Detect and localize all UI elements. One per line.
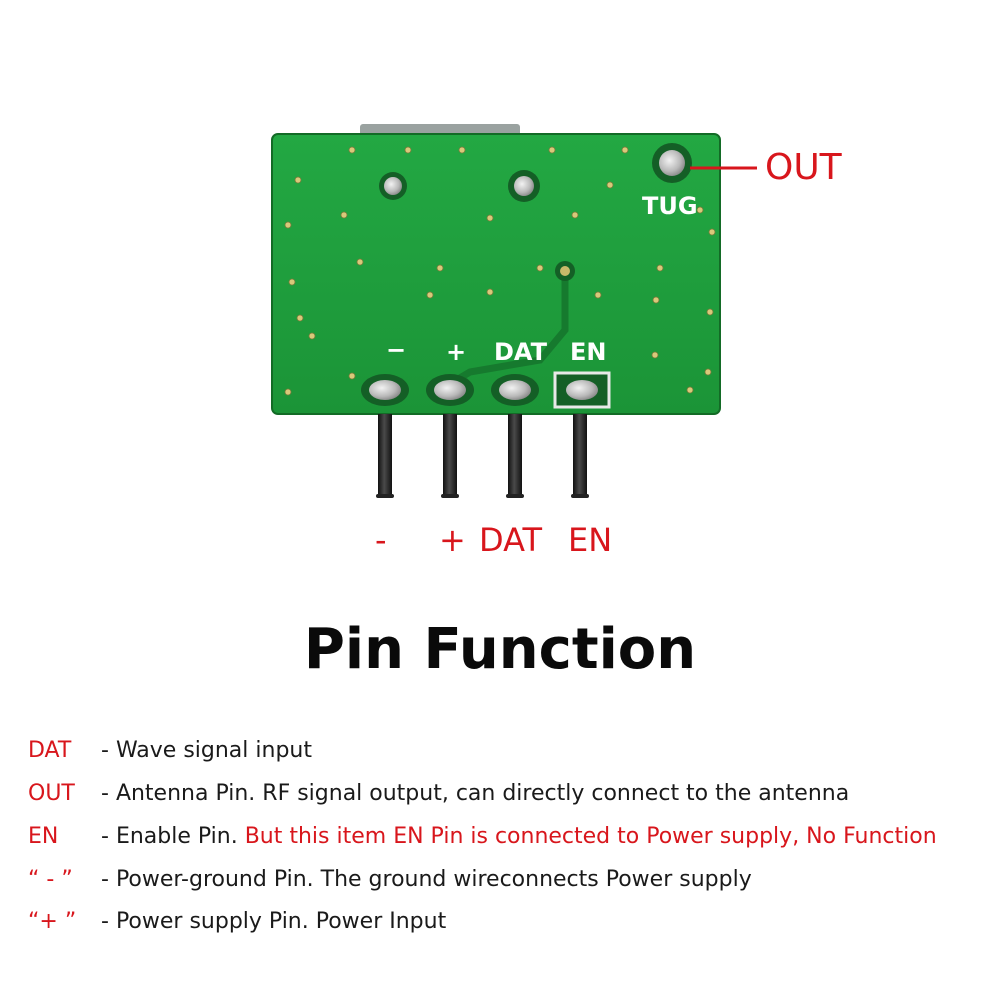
pin-row-text: Power supply Pin. Power Input	[115, 909, 447, 934]
pin-row-en: EN - Enable Pin. But this item EN Pin is…	[28, 826, 988, 848]
pin-row-ground: “ - ” - Power-ground Pin. The ground wir…	[28, 869, 988, 891]
pcb-large-pads	[379, 170, 540, 202]
pin-label-dat: DAT	[479, 521, 543, 559]
silk-dat: DAT	[494, 338, 548, 366]
silk-en: EN	[570, 338, 606, 366]
pin-row-sep: -	[94, 781, 116, 806]
pin-row-key: “ - ”	[28, 867, 73, 892]
pin-row-sep: -	[94, 909, 116, 934]
pin-row-out: OUT - Antenna Pin. RF signal output, can…	[28, 783, 988, 805]
pin-row-text: Wave signal input	[115, 738, 312, 763]
pin-row-text: Power-ground Pin. The ground wireconnect…	[115, 867, 752, 892]
pin-label-minus: -	[375, 521, 387, 559]
pcb-illustration: − + DAT EN TUG	[271, 124, 757, 498]
pin-row-dat: DAT - Wave signal input	[28, 740, 988, 762]
pin-row-power: “+ ” - Power supply Pin. Power Input	[28, 911, 988, 933]
out-callout-label: OUT	[765, 147, 842, 188]
pin-label-plus: +	[439, 521, 466, 559]
pin-pads	[361, 371, 611, 409]
pcb-board	[271, 133, 721, 415]
pin-row-key: DAT	[28, 738, 72, 763]
pin-label-en: EN	[568, 521, 613, 559]
pin-row-key: EN	[28, 824, 59, 849]
silk-minus: −	[386, 336, 406, 364]
pin-row-sep: -	[94, 867, 116, 892]
pcb-trace	[446, 273, 569, 389]
pin-row-text: Antenna Pin. RF signal output, can direc…	[115, 781, 850, 806]
pin-row-text: Enable Pin.	[115, 824, 245, 849]
silk-tug: TUG	[642, 192, 698, 220]
page-title: Pin Function	[303, 617, 697, 682]
pin-row-sep: -	[94, 824, 116, 849]
pin-row-key: “+ ”	[28, 909, 77, 934]
pcb-vias	[284, 146, 716, 396]
silk-plus: +	[446, 338, 466, 366]
pin-row-sep: -	[94, 738, 116, 763]
antenna-pad	[652, 143, 692, 183]
pin-row-warning: But this item EN Pin is connected to Pow…	[244, 824, 937, 849]
pin-row-key: OUT	[28, 781, 75, 806]
header-pins	[376, 414, 589, 498]
